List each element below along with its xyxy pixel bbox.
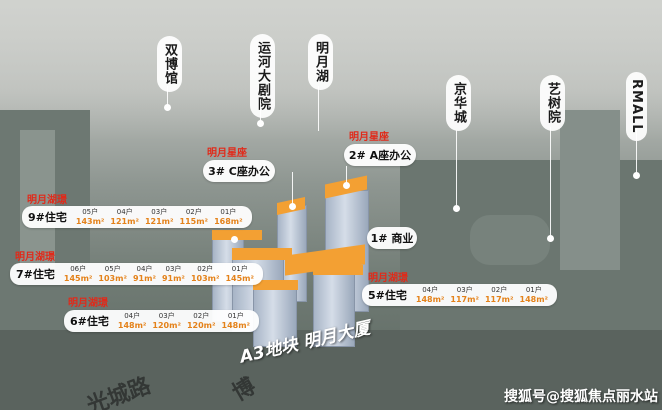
residence-tag: 明月湖璟 — [15, 252, 55, 263]
pointer-line — [292, 172, 293, 204]
watermark: 搜狐号@搜狐焦点丽水站 — [504, 389, 658, 405]
city-block — [20, 130, 55, 280]
pointer-dot — [343, 182, 350, 189]
residence-tag: 明月湖璟 — [27, 195, 67, 206]
office-label: 3# C座办公 — [203, 160, 275, 182]
office-label: 1# 商业 — [367, 227, 417, 249]
landmark-label: 运河大剧院 — [250, 34, 275, 118]
city-block — [560, 110, 620, 270]
residence-tag: 明月湖璟 — [368, 273, 408, 284]
landmark-label: 双博馆 — [157, 36, 182, 92]
pointer-line — [636, 128, 637, 173]
residence-tag: 明月湖璟 — [68, 298, 108, 309]
landmark-label: 京华城 — [446, 75, 471, 131]
tower-6 — [253, 285, 297, 347]
pointer-line — [167, 86, 168, 106]
tower-7-roof — [232, 248, 292, 260]
landmark-label: RMALL — [626, 72, 647, 141]
building-name: 9#住宅 — [28, 211, 67, 224]
pointer-dot — [231, 236, 238, 243]
tower-6-roof — [253, 280, 298, 290]
building-name: 5#住宅 — [368, 289, 407, 302]
pointer-line — [456, 130, 457, 205]
tower-5-roof — [313, 265, 363, 275]
tower-9-roof — [212, 230, 262, 240]
pointer-dot — [164, 104, 171, 111]
pointer-dot — [547, 235, 554, 242]
pointer-dot — [633, 172, 640, 179]
landmark-label: 明月湖 — [308, 34, 333, 90]
city-block — [470, 215, 550, 265]
landmark-label: 艺树院 — [540, 75, 565, 131]
pointer-dot — [289, 203, 296, 210]
pointer-dot — [453, 205, 460, 212]
pointer-line — [318, 86, 319, 131]
office-tag: 明月星座 — [207, 148, 247, 159]
building-name: 6#住宅 — [70, 315, 109, 328]
tower-5 — [313, 270, 355, 347]
pointer-line — [260, 100, 261, 122]
pointer-line — [346, 166, 347, 184]
office-tag: 明月星座 — [349, 132, 389, 143]
office-label: 2# A座办公 — [344, 144, 416, 166]
building-name: 7#住宅 — [16, 268, 55, 281]
pointer-dot — [257, 120, 264, 127]
pointer-line — [550, 127, 551, 237]
